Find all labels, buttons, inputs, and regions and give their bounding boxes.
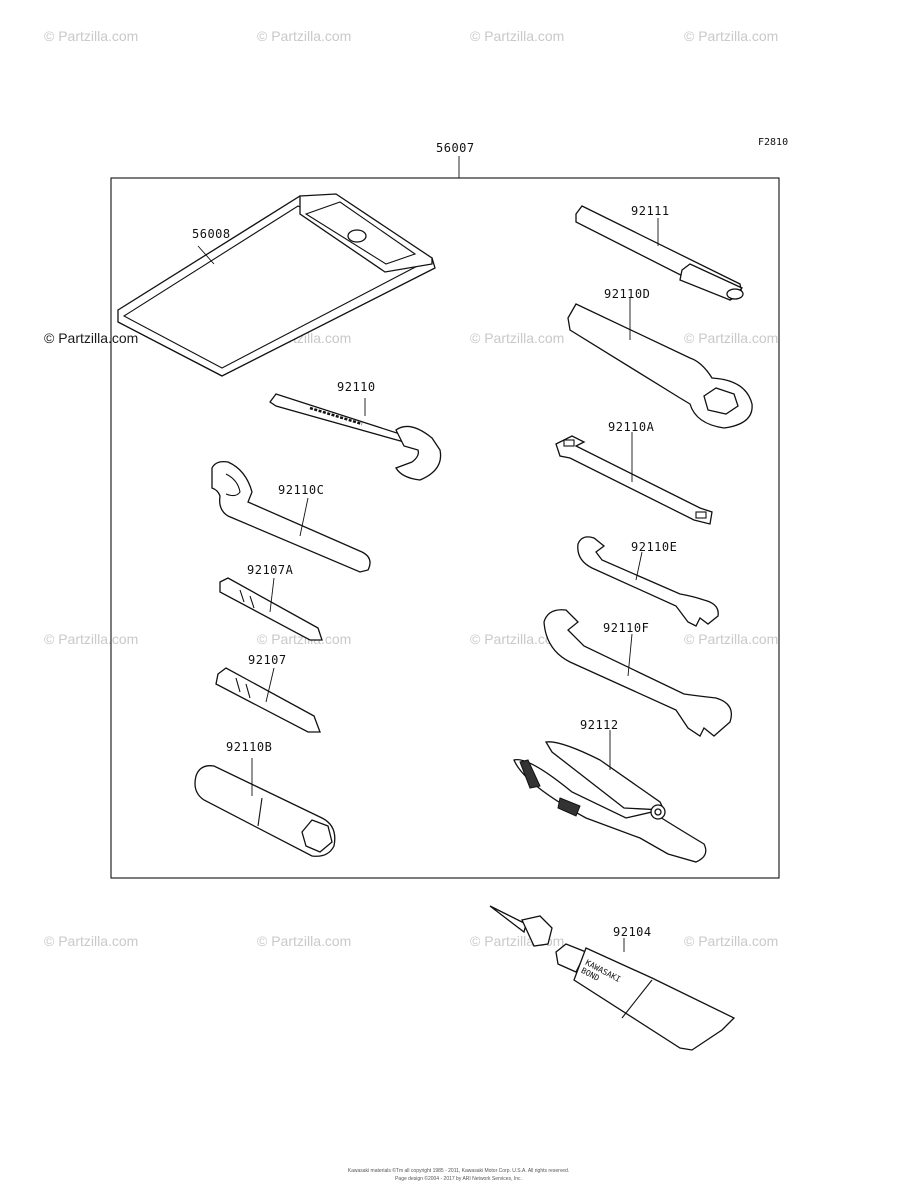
watermark: © Partzilla.com: [684, 330, 779, 346]
watermark: © Partzilla.com: [470, 631, 565, 647]
part-number-92110D: 92110D: [604, 287, 651, 301]
watermark: © Partzilla.com: [44, 933, 139, 949]
spanner-92110A: [555, 432, 713, 525]
pliers-92112: [513, 730, 707, 863]
watermark: © Partzilla.com: [684, 933, 779, 949]
footer-copyright: Kawasaki materials ©Tm all copyright 198…: [347, 1168, 570, 1174]
watermark: © Partzilla.com: [44, 631, 139, 647]
part-number-92107A: 92107A: [247, 563, 294, 577]
part-number-56007: 56007: [436, 141, 475, 155]
watermark: © Partzilla.com: [257, 631, 352, 647]
watermark: © Partzilla.com: [684, 631, 779, 647]
spanner-92110: [269, 393, 442, 481]
part-number-92111: 92111: [631, 204, 670, 218]
bond-tube-92104: [489, 905, 736, 1051]
watermark: © Partzilla.com: [684, 28, 779, 44]
part-number-92112: 92112: [580, 718, 619, 732]
part-number-92104: 92104: [613, 925, 652, 939]
part-number-92110B: 92110B: [226, 740, 273, 754]
part-number-92110A: 92110A: [608, 420, 655, 434]
tool-pouch-56008: [117, 193, 436, 377]
part-number-56008: 56008: [192, 227, 231, 241]
watermark: © Partzilla.com: [470, 28, 565, 44]
spanner-92110F: [543, 609, 733, 737]
kit-frame: [110, 177, 780, 879]
plug-wrench-92110B: [194, 758, 336, 857]
ring-spanner-92110D: [567, 298, 753, 429]
screwdriver-bit-92107: [215, 667, 321, 733]
hook-spanner-92110C: [211, 460, 371, 573]
watermark: © Partzilla.com: [470, 330, 565, 346]
footer-design-credit: Page design ©2004 - 2017 by ARI Network …: [395, 1176, 522, 1182]
figure-id: F2810: [758, 137, 789, 148]
spanner-92110E: [577, 536, 719, 627]
watermark: © Partzilla.com: [257, 28, 352, 44]
part-number-92110: 92110: [337, 380, 376, 394]
screwdriver-bit-92107A: [219, 577, 323, 641]
watermark-dark: © Partzilla.com: [44, 330, 139, 346]
part-number-92107: 92107: [248, 653, 287, 667]
part-number-92110C: 92110C: [278, 483, 325, 497]
handle-bar-92111: [575, 205, 744, 301]
part-number-92110F: 92110F: [603, 621, 650, 635]
part-number-92110E: 92110E: [631, 540, 678, 554]
watermark: © Partzilla.com: [257, 933, 352, 949]
watermark: © Partzilla.com: [44, 28, 139, 44]
